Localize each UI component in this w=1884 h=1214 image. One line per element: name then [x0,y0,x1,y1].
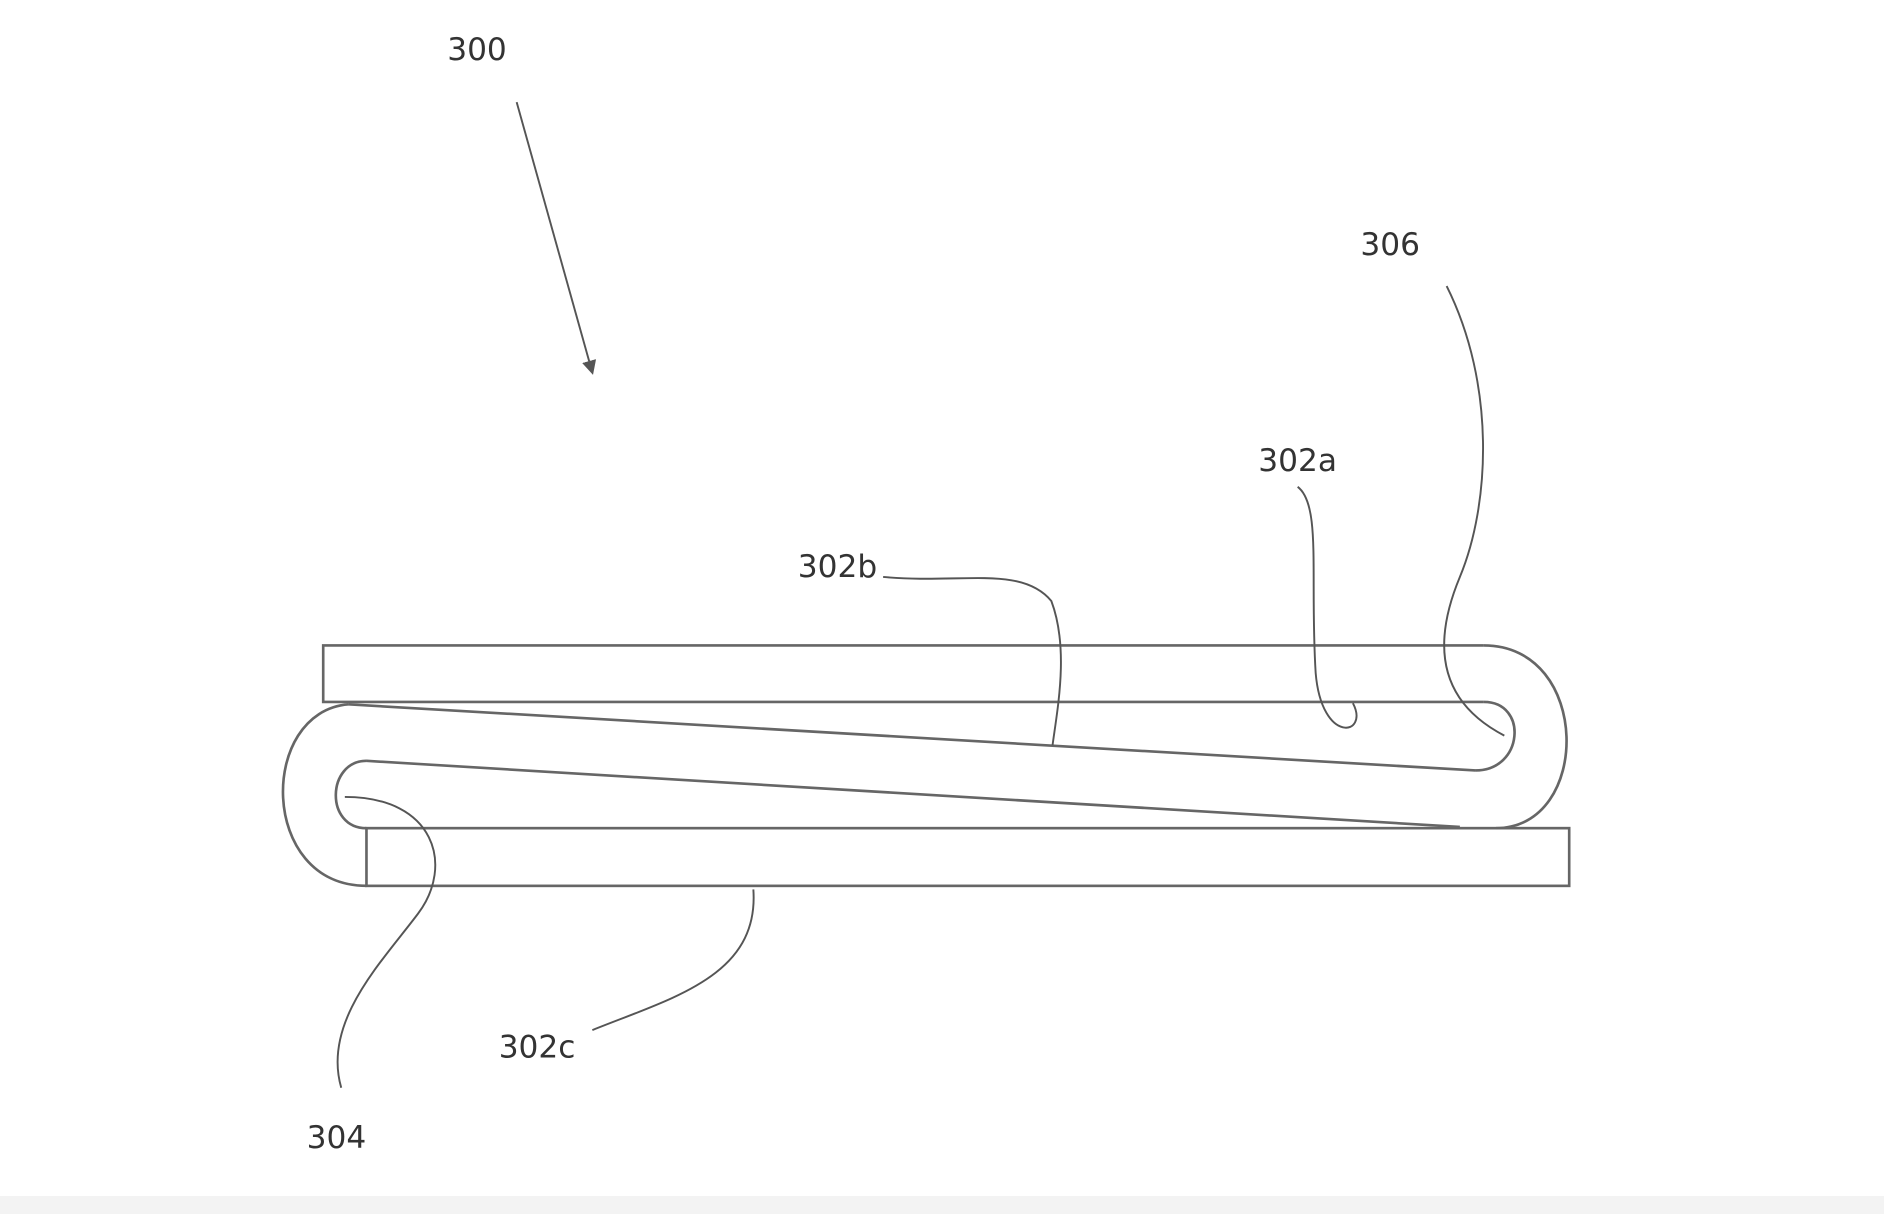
label-306: 306 [1360,227,1420,263]
leader-306 [1443,285,1505,737]
left-hinge-304 [281,703,367,888]
leader-302c [591,889,755,1031]
label-302a: 302a [1258,443,1337,479]
label-304: 304 [307,1120,367,1156]
leader-304 [336,795,437,1089]
label-302c: 302c [499,1030,576,1066]
upper-panel-302a [321,644,1568,830]
arrow-300 [515,101,597,375]
footer-band [0,1195,1884,1214]
label-302b: 302b [798,549,877,585]
leader-302a [1297,486,1358,729]
leader-302b [883,575,1062,746]
middle-panel-302b [348,703,1476,829]
lower-panel-302c [365,826,1571,888]
label-300: 300 [447,32,507,68]
